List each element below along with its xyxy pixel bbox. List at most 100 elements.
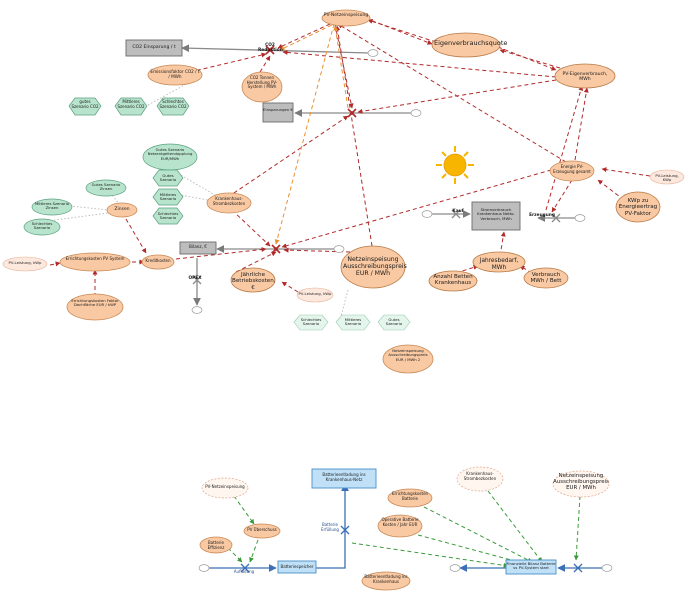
link-entladung-fin [351,542,509,568]
hex-mittleres-co2 [114,97,148,116]
hex-mittleres-b [335,314,371,331]
link-pvleistung-betrieb [281,281,299,293]
link-pvleistung-energie [601,167,651,177]
link-kwp-energie [597,179,625,201]
cloud-icon [333,245,345,253]
link-emission-co2 [189,52,267,73]
stocks [125,39,557,575]
hex-schlechtes-co2 [156,97,190,116]
link-energie-bilanz [281,167,559,249]
link-energie-pveigen [574,87,589,161]
green-links [227,490,581,568]
red-links [49,17,651,297]
node-errichtungskosten-pv [59,252,131,272]
link-bnetz-ueberschuss [233,495,255,525]
link-co2tonnen-co2 [259,55,271,73]
link-pvnetz-co2 [277,23,331,49]
valve-einsparungen [347,108,357,118]
node-b-pv-netzeinspeisung [201,477,249,499]
node-errichtungskosten-batterie [387,488,433,508]
valve-bilanz [271,244,281,254]
node-kreditkosten [141,254,175,270]
link-eigen-pvnetz [367,19,437,43]
hex-gutes-co2 [68,97,102,116]
valves [192,45,583,573]
node-netzeinspeisung-preis [340,245,406,289]
valve-aufladung [240,563,250,573]
link-pveigen-co2 [282,49,557,78]
aux-nodes [2,9,685,591]
cloud-icon [574,214,586,222]
link-netzpreis-netz [335,25,373,247]
gray-links [39,81,349,321]
node-anzahl-betten [428,270,478,292]
stock-co2-einsparung [125,39,183,57]
link-netzpreis-scen [339,289,349,321]
flow-co2-reduktion [181,44,371,54]
link-stock-pveigen [545,85,584,211]
node-eigenverbrauchsquote [431,32,501,58]
node-energie-pv [549,160,595,182]
hex-schlechtes-szen [152,207,184,225]
link-energie-stock [551,179,573,213]
node-pv-netzeinspeisung [321,9,371,27]
node-emissionsfaktor [147,64,203,86]
node-pv-eigenverbrauch [554,63,616,89]
hex-scenarios [68,97,411,331]
node-gutes-netz [142,143,198,171]
link-ghost-netz-fin [573,495,581,561]
link-ghost-kh-fin [487,490,543,563]
sun-icon [436,146,474,184]
node-errichtungskosten-faktor [66,293,124,321]
cloud-icon [449,564,461,572]
cloud-icon [198,564,210,572]
stock-stromverbrauch [471,201,521,231]
link-pvnetz-eigen [364,17,433,45]
link-pveigen-eigen [499,48,561,69]
node-pv-ueberschuss [243,523,281,539]
node-krankenhaus [206,192,252,214]
node-jaehrliche-betrieb [230,267,276,293]
stock-batterieentladung-netz [311,468,377,489]
cloud-icon [421,210,433,218]
link-betrieb-bilanz [235,251,277,273]
link-effizienz-aufladung [227,547,243,563]
node-co2-tonnen [241,71,283,103]
valve-finanzielle [573,563,583,573]
node-krankenhaus-ghost [456,466,504,492]
node-pv-leistung-left [2,256,48,272]
link-energie-netz [337,23,567,163]
node-gutes-zinsen [85,179,127,197]
link-eigen-pveigen [497,46,557,71]
link-kh-bilanz [231,209,271,247]
link-netz-co2-orange [279,21,339,51]
link-kredit-bilanz [175,247,267,260]
cloud-icon [367,49,379,57]
link-einsp-netz-orange [333,25,349,109]
hex-mittleres-szen [152,188,184,206]
valve-co2 [265,45,275,55]
cloud-icon [410,109,422,117]
node-batterie-effizienz [199,536,233,554]
link-errichtung-fin [423,506,533,563]
valve-erfuellung [340,525,350,535]
node-netzeinspeisung-x [382,344,434,374]
cloud-icon [191,306,203,314]
hex-schlechtes-b [293,314,329,331]
orange-links [274,21,349,245]
valve-kauf [451,209,461,219]
hex-gutes-szen [152,169,184,187]
link-ueberschuss-aufladung [249,539,259,563]
link-co2-scenarios [147,81,191,106]
flow-batterie-erfuellung [316,488,346,569]
link-netz-bilanz-orange [274,23,335,245]
node-kwp-energie [615,191,661,223]
node-zinsen [106,202,138,218]
valve-opex [192,275,202,285]
stock-batteriespeicher [277,560,317,574]
valve-erzeugung [551,213,561,223]
node-batterieentladung-kh [361,571,411,591]
node-netzeinspeisung-ghost [552,470,610,498]
stock-bilanz [179,241,217,255]
hex-gutes-b [377,314,411,331]
